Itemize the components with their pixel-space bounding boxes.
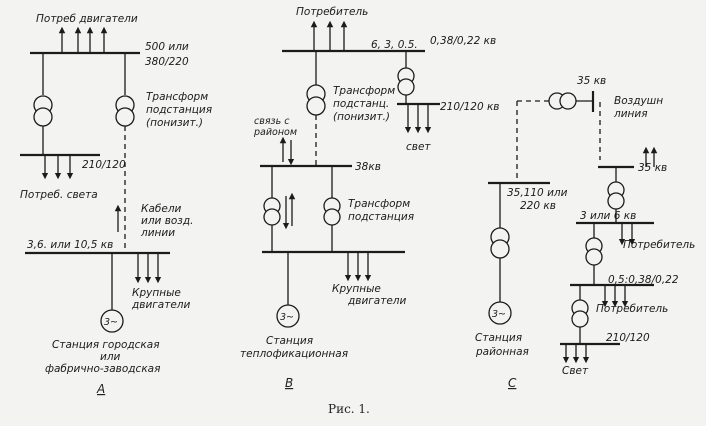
scheme-c: 35 кв Воздушн линия 35 кв 3 или 6 кв xyxy=(475,75,695,390)
scheme-b-bus-voltage-1: 6, 3, 0.5. xyxy=(371,39,418,51)
scheme-c-35kv-label: 35 кв xyxy=(638,162,667,174)
scheme-b-large-motors-2: двигатели xyxy=(347,295,407,307)
scheme-c-generator-icon xyxy=(488,301,512,325)
scheme-c-airline-2: линия xyxy=(613,108,648,120)
scheme-b-top-arrows xyxy=(310,20,348,50)
scheme-b: Потребитель 6, 3, 0.5. 0,38/0,22 кв Тран… xyxy=(240,6,500,390)
scheme-b-large-motor-arrows xyxy=(344,252,372,282)
scheme-b-generator-icon xyxy=(276,304,300,328)
scheme-a-transformer-label-3: (понизит.) xyxy=(146,117,203,129)
scheme-b-station-2: теплофикационная xyxy=(240,348,348,360)
scheme-a-large-motors-2: двигатели xyxy=(131,299,191,311)
scheme-c-light-arrows xyxy=(562,344,590,364)
scheme-c-top-voltage: 35 кв xyxy=(577,75,606,87)
scheme-c-top-transformer-symbol xyxy=(548,92,577,110)
scheme-a-large-motor-arrows xyxy=(134,253,162,284)
scheme-b-transformer-left-symbol xyxy=(263,197,281,226)
scheme-b-light-arrows xyxy=(404,104,432,134)
scheme-a: Потреб двигатели 500 или 380/220 210/120… xyxy=(20,13,212,396)
scheme-b-transformer-right-symbol xyxy=(323,197,341,226)
scheme-b-light-label: свет xyxy=(406,141,431,153)
scheme-b-consumer-label: Потребитель xyxy=(296,6,368,18)
scheme-a-top-arrows xyxy=(58,26,108,52)
scheme-b-transformer-sub-2: подстанция xyxy=(348,211,414,223)
scheme-a-light-arrows xyxy=(41,155,74,180)
scheme-b-link-label-1: связь с xyxy=(254,116,290,127)
scheme-c-light-label: Свет xyxy=(562,365,589,377)
scheme-b-light-voltage: 210/120 кв xyxy=(440,101,500,113)
scheme-c-station-transformer-symbol xyxy=(490,227,510,259)
scheme-a-motors-top-label: Потреб двигатели xyxy=(36,13,138,25)
scheme-c-letter: С xyxy=(508,376,517,390)
scheme-b-transformer-label-2: подстанц. xyxy=(333,98,389,110)
scheme-b-stepdown-transformer-symbol xyxy=(306,84,326,116)
scheme-b-station-1: Станция xyxy=(266,335,313,347)
scheme-c-airline-1: Воздушн xyxy=(614,95,663,107)
scheme-c-consumer-arrows xyxy=(618,223,636,246)
scheme-c-lv-consumer-arrows xyxy=(601,285,629,308)
scheme-c-lv-label: 0,5:0,38/0,22 xyxy=(608,274,679,286)
scheme-c-station-bus-2: 220 кв xyxy=(520,200,556,212)
scheme-c-consumer-1: Потребитель xyxy=(623,239,695,251)
scheme-c-generator-symbol: 3~ xyxy=(492,309,506,320)
scheme-a-large-motors-1: Крупные xyxy=(132,287,181,299)
scheme-a-stepdown-transformer-symbol xyxy=(115,95,135,127)
scheme-a-light-transformer-symbol xyxy=(33,95,53,127)
scheme-a-bus-voltage-2: 380/220 xyxy=(145,56,189,68)
scheme-b-transformer-sub-1: Трансформ xyxy=(348,198,410,210)
scheme-a-light-voltage: 210/120 xyxy=(82,159,126,171)
scheme-c-station-2: районная xyxy=(475,346,529,358)
scheme-a-generator-symbol: 3~ xyxy=(104,317,118,328)
scheme-a-letter: А xyxy=(96,382,105,396)
scheme-a-transformer-label-2: подстанция xyxy=(146,104,212,116)
scheme-b-transformer-label-1: Трансформ xyxy=(333,85,395,97)
scheme-b-letter: В xyxy=(285,376,293,390)
scheme-c-station-1: Станция xyxy=(475,332,522,344)
scheme-c-light-voltage: 210/120 xyxy=(606,332,650,344)
scheme-a-cable-label-1: Кабели xyxy=(141,203,182,215)
scheme-a-transformer-label-1: Трансформ xyxy=(146,91,208,103)
scheme-c-light-transformer-symbol xyxy=(571,299,589,328)
scheme-b-link-arrows xyxy=(279,136,295,166)
scheme-c-station-bus-1: 35,110 или xyxy=(507,187,568,199)
scheme-b-light-transformer-symbol xyxy=(397,67,415,96)
scheme-c-35kv-arrows xyxy=(642,146,658,167)
scheme-b-generator-symbol: 3~ xyxy=(280,312,294,323)
figure-caption: Рис. 1. xyxy=(328,402,370,416)
scheme-a-generator-bus-voltage: 3,6. или 10,5 кв xyxy=(27,239,113,251)
scheme-b-transformer-label-3: (понизит.) xyxy=(333,111,390,123)
scheme-c-6kv-label: 3 или 6 кв xyxy=(580,210,636,222)
scheme-b-mid-bus-voltage: 38кв xyxy=(355,161,381,173)
scheme-a-station-3: фабрично-заводская xyxy=(45,363,160,375)
scheme-c-lv-transformer-symbol xyxy=(585,237,603,266)
scheme-a-cable-label-2: или возд. xyxy=(141,215,194,227)
scheme-b-bus-voltage-2: 0,38/0,22 кв xyxy=(430,35,496,47)
scheme-b-link-label-2: районом xyxy=(253,127,297,138)
scheme-c-35kv-transformer-symbol xyxy=(607,181,625,210)
scheme-a-station-1: Станция городская xyxy=(52,339,160,351)
scheme-b-large-motors-1: Крупные xyxy=(332,283,381,295)
scheme-c-consumer-2: Потребитель xyxy=(596,303,668,315)
scheme-a-generator-icon xyxy=(100,309,124,333)
scheme-a-station-2: или xyxy=(100,351,121,363)
scheme-a-cable-label-3: линии xyxy=(140,227,175,239)
scheme-a-bus-voltage-1: 500 или xyxy=(145,41,189,53)
scheme-a-light-consumer: Потреб. света xyxy=(20,189,98,201)
